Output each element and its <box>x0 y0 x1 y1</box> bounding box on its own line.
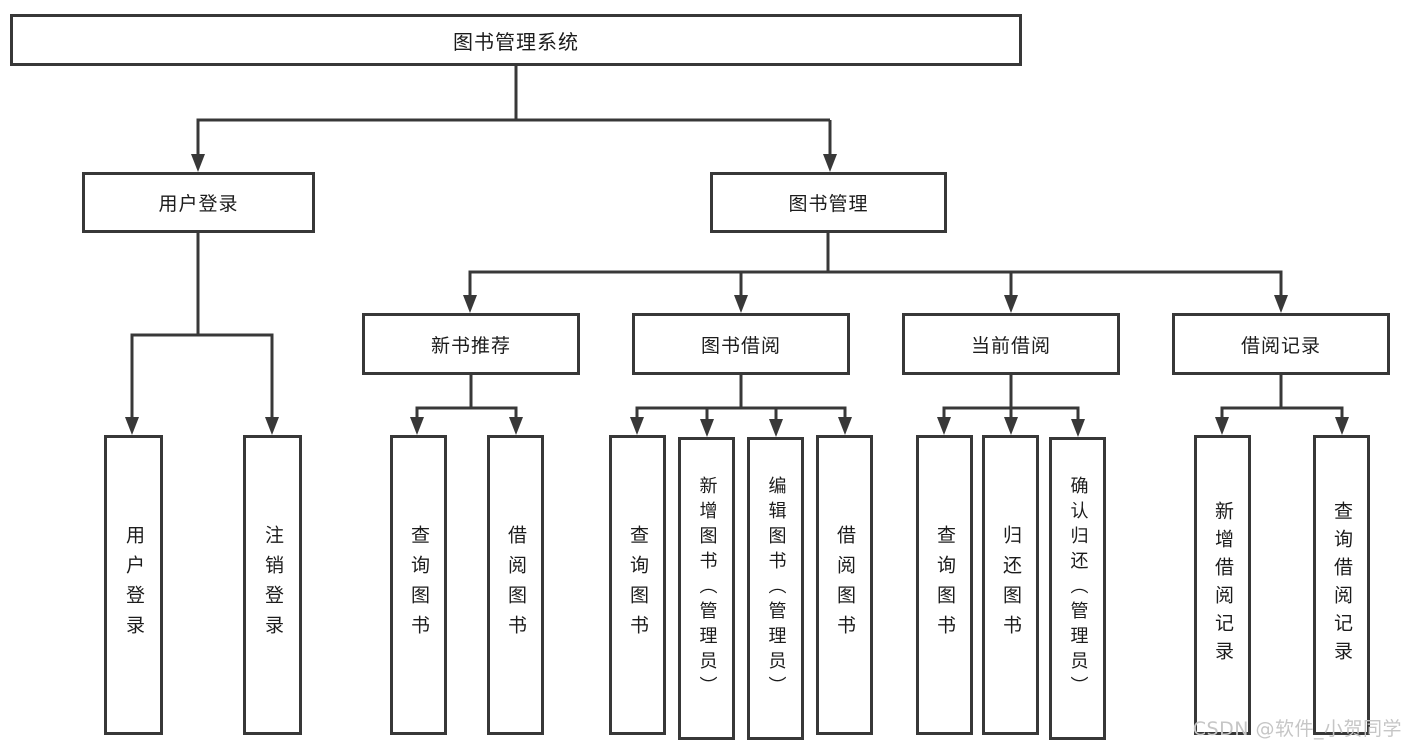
node-label: 当前借阅 <box>970 334 1051 357</box>
node-label: 借阅图书 <box>834 525 856 645</box>
node-label: 新增借阅记录 <box>1212 501 1234 669</box>
node-book-management: 图书管理 <box>710 172 947 233</box>
leaf-query-book: 查询图书 <box>390 435 447 735</box>
node-label: 查询图书 <box>627 525 649 645</box>
node-label: 新书推荐 <box>430 334 511 357</box>
leaf-query-book: 查询图书 <box>609 435 666 735</box>
leaf-add-book-admin: 新增图书（管理员） <box>678 437 735 740</box>
leaf-query-borrow-record: 查询借阅记录 <box>1313 435 1370 735</box>
leaf-user-login: 用户登录 <box>104 435 163 735</box>
leaf-confirm-return-admin: 确认归还（管理员） <box>1049 437 1106 740</box>
leaf-logout: 注销登录 <box>243 435 302 735</box>
node-label: 用户登录 <box>158 193 239 215</box>
node-root-system: 图书管理系统 <box>10 14 1022 66</box>
node-label: 用户登录 <box>123 525 145 645</box>
node-label: 确认归还（管理员） <box>1067 476 1089 701</box>
node-label: 借阅记录 <box>1240 334 1321 357</box>
node-label: 图书借阅 <box>700 334 781 357</box>
node-label: 图书管理 <box>788 193 869 215</box>
node-new-book-recommend: 新书推荐 <box>362 313 580 375</box>
csdn-watermark: CSDN @软件_小贺同学 <box>1192 718 1402 740</box>
leaf-query-book: 查询图书 <box>916 435 973 735</box>
leaf-return-book: 归还图书 <box>982 435 1039 735</box>
node-label: 归还图书 <box>1000 525 1022 645</box>
leaf-borrow-book: 借阅图书 <box>487 435 544 735</box>
node-label: 借阅图书 <box>505 525 527 645</box>
node-label: 查询借阅记录 <box>1331 501 1353 669</box>
node-label: 新增图书（管理员） <box>696 476 718 701</box>
leaf-edit-book-admin: 编辑图书（管理员） <box>747 437 804 740</box>
node-label: 注销登录 <box>262 525 284 645</box>
leaf-borrow-book: 借阅图书 <box>816 435 873 735</box>
leaf-add-borrow-record: 新增借阅记录 <box>1194 435 1251 735</box>
node-label: 查询图书 <box>408 525 430 645</box>
node-book-borrow: 图书借阅 <box>632 313 850 375</box>
node-user-login: 用户登录 <box>82 172 315 233</box>
node-current-borrow: 当前借阅 <box>902 313 1120 375</box>
node-label: 编辑图书（管理员） <box>765 476 787 701</box>
node-label: 查询图书 <box>934 525 956 645</box>
node-label: 图书管理系统 <box>453 29 579 54</box>
node-borrow-records: 借阅记录 <box>1172 313 1390 375</box>
